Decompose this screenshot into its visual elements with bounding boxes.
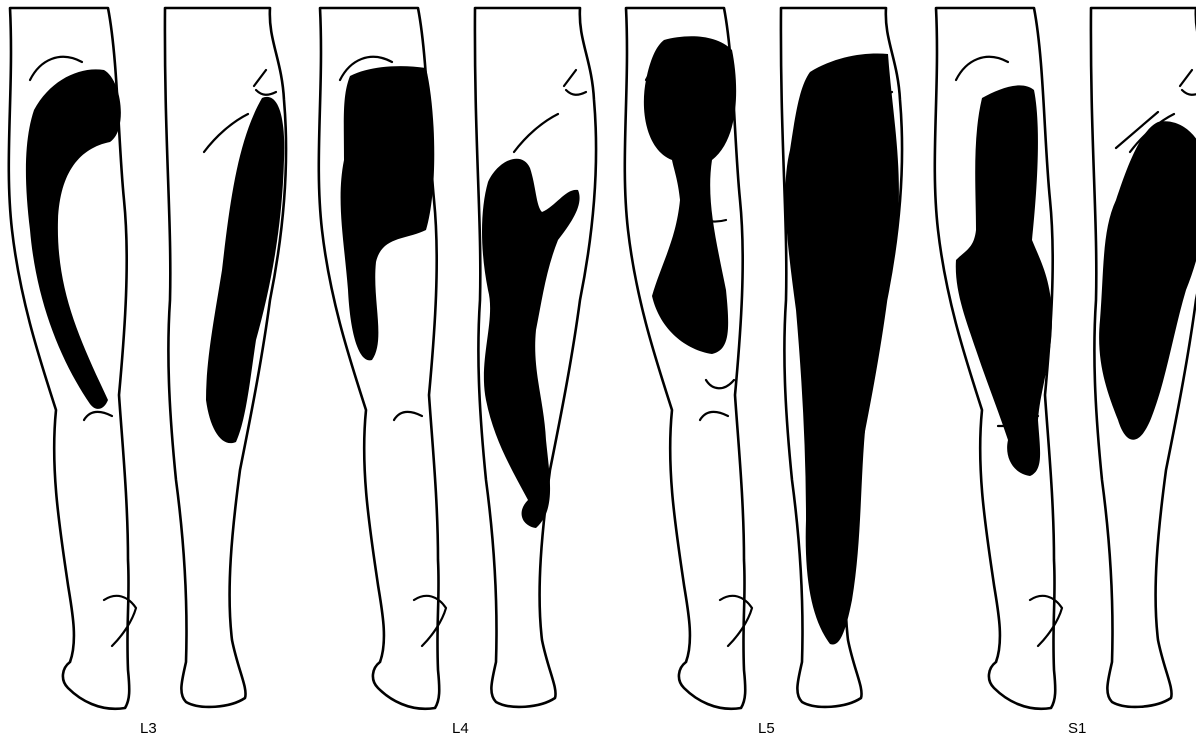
- panel-label-s1: S1: [1068, 718, 1108, 740]
- panel-l3: [9, 8, 286, 709]
- panel-label-l3: L3: [140, 718, 180, 740]
- panel-l4: [319, 8, 596, 709]
- panel-label-l5: L5: [758, 718, 798, 740]
- panel-l5: [625, 8, 902, 709]
- panel-label-l4: L4: [452, 718, 492, 740]
- panel-s1: [935, 8, 1196, 709]
